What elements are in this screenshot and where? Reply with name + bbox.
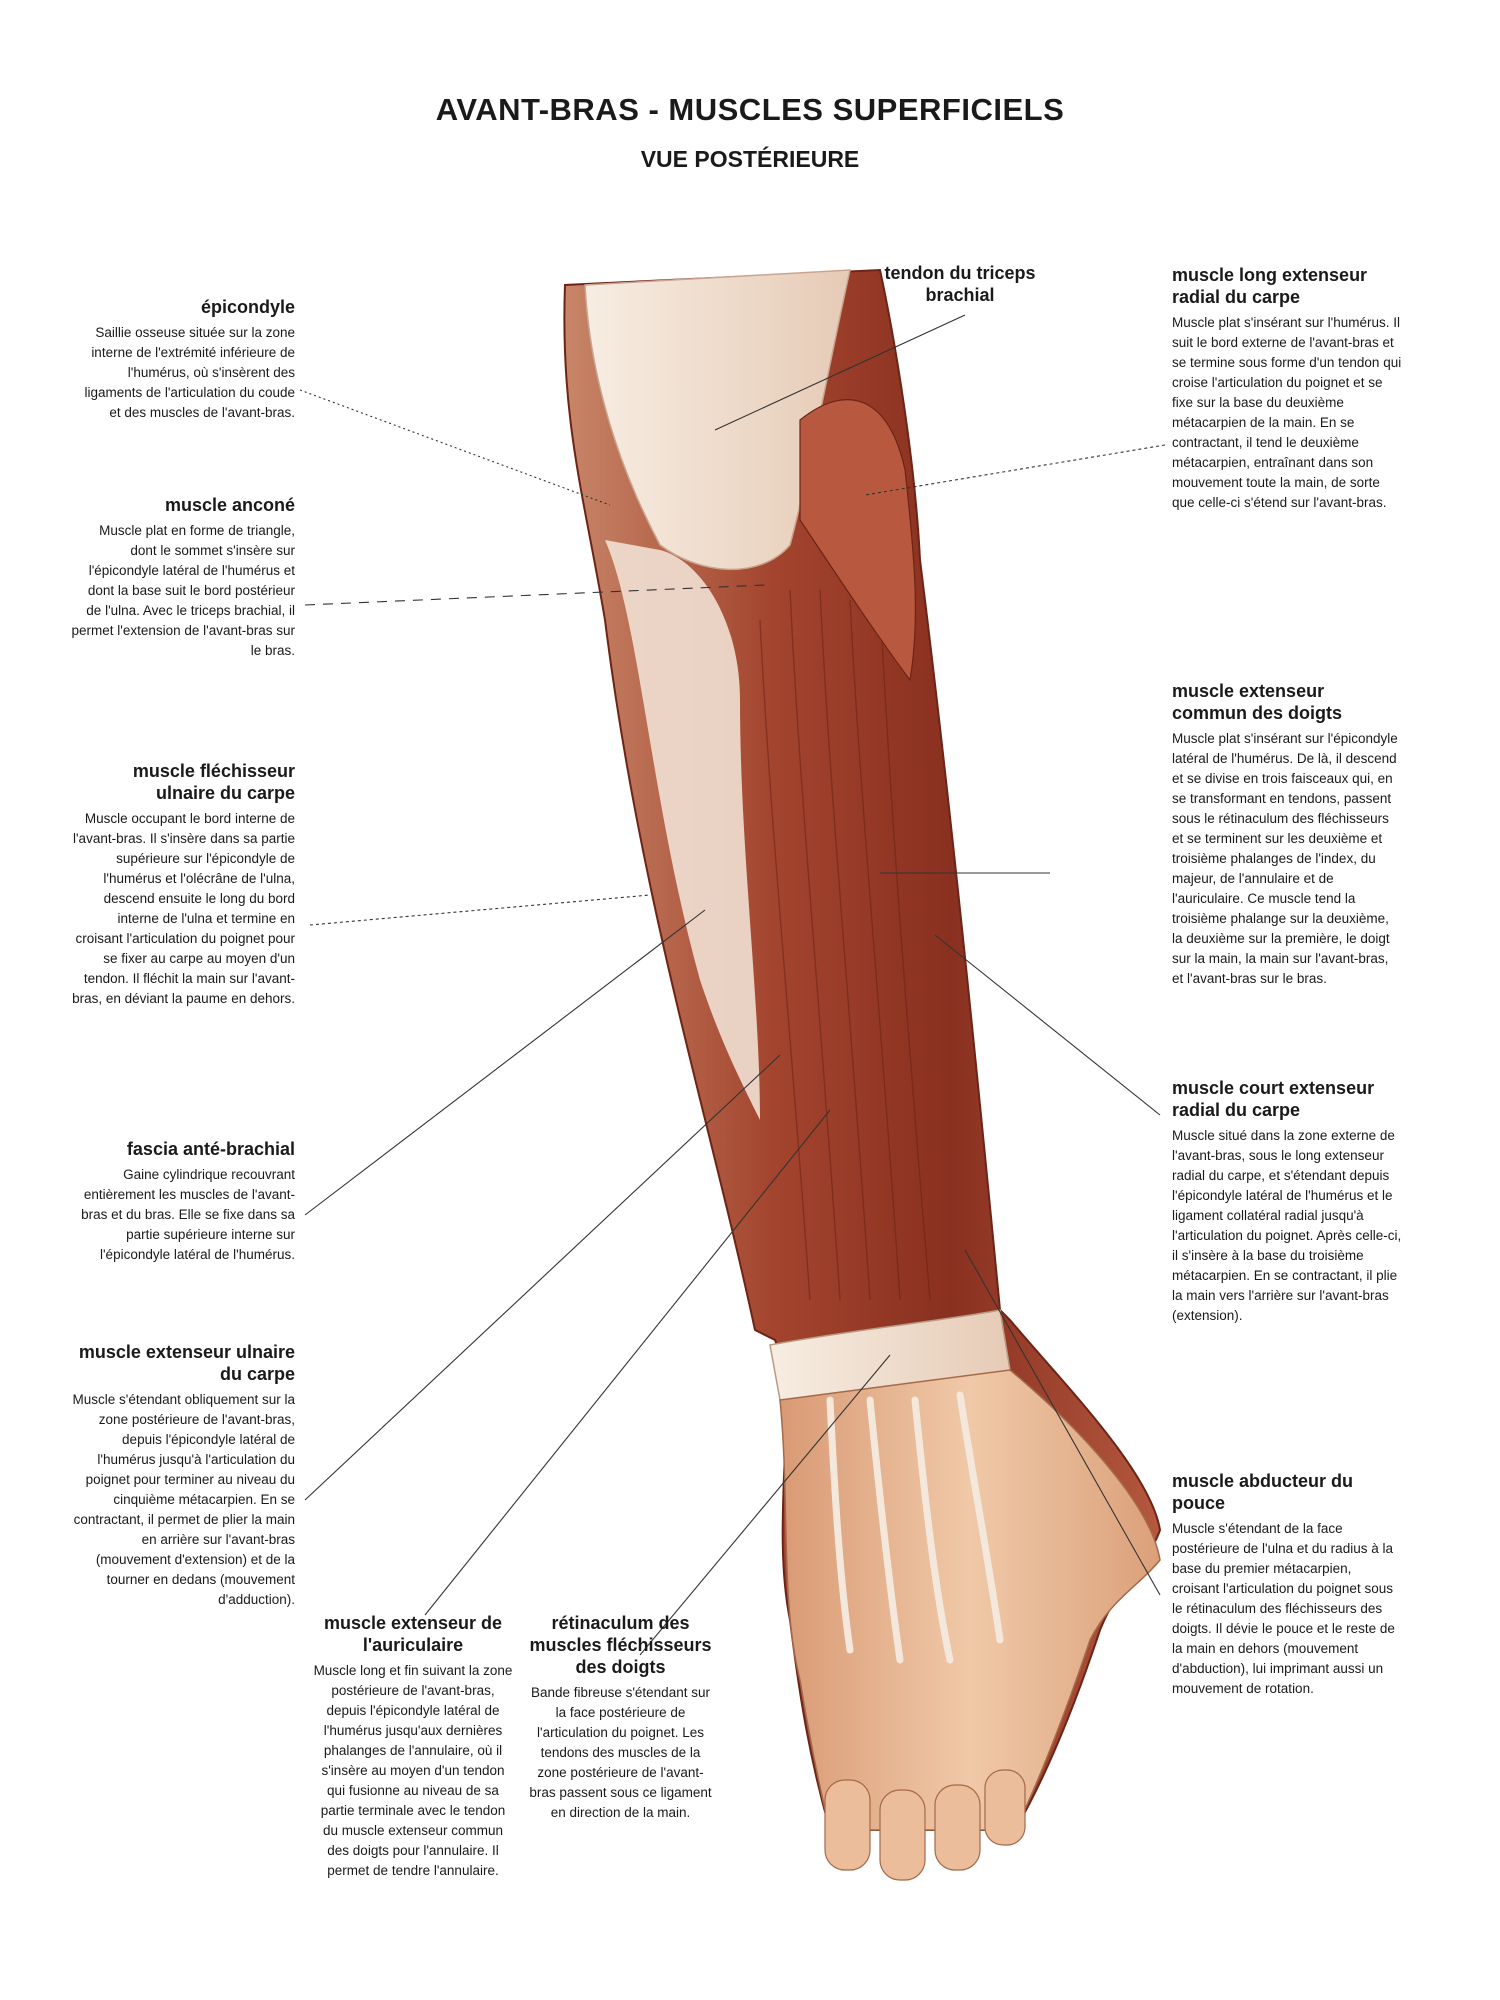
leader-fascia <box>304 909 706 1216</box>
page-title: AVANT-BRAS - MUSCLES SUPERFICIELS <box>435 92 1065 127</box>
label-abducteur-text: Muscle s'étendant de la face postérieure… <box>1172 1521 1395 1696</box>
label-extenseur-auriculaire-text: Muscle long et fin suivant la zone posté… <box>313 1663 513 1878</box>
leader-court <box>934 934 1161 1116</box>
label-epicondyle: épicondyle Saillie osseuse située sur la… <box>70 296 295 423</box>
label-fascia: fascia anté-brachial Gaine cylindrique r… <box>70 1138 295 1265</box>
label-ancone: muscle anconé Muscle plat en forme de tr… <box>70 494 295 661</box>
label-long-extenseur: muscle long extenseur radial du carpe Mu… <box>1172 264 1402 513</box>
long-extensor-shape <box>799 399 917 682</box>
label-extenseur-auriculaire-title: muscle extenseur de l'auriculaire <box>323 1613 503 1655</box>
label-extenseur-auriculaire: muscle extenseur de l'auriculaire Muscle… <box>313 1612 513 1881</box>
label-epicondyle-text: Saillie osseuse située sur la zone inter… <box>84 325 295 420</box>
label-epicondyle-title: épicondyle <box>200 297 295 317</box>
label-retinaculum-text: Bande fibreuse s'étendant sur la face po… <box>529 1685 712 1820</box>
fascia-shape <box>605 540 760 1120</box>
label-triceps: tendon du triceps brachial <box>860 262 1060 311</box>
fingers <box>824 1769 1026 1881</box>
leader-ancone <box>304 584 766 606</box>
label-fascia-title: fascia anté-brachial <box>126 1139 295 1159</box>
label-flechisseur-ulnaire: muscle fléchisseur ulnaire du carpe Musc… <box>70 760 295 1009</box>
leader-flechisseur <box>309 894 651 926</box>
label-court-extenseur-title: muscle court extenseur radial du carpe <box>1172 1078 1375 1120</box>
label-flechisseur-ulnaire-title: muscle fléchisseur ulnaire du carpe <box>132 761 295 803</box>
label-flechisseur-ulnaire-text: Muscle occupant le bord interne de l'ava… <box>72 811 295 1006</box>
hand-shape <box>779 1369 1161 1831</box>
label-fascia-text: Gaine cylindrique recouvrant entièrement… <box>81 1167 295 1262</box>
leader-abducteur <box>964 1249 1161 1596</box>
leader-long-ext <box>864 444 1166 496</box>
muscle-fibers <box>759 589 931 1301</box>
hand-tendons <box>826 1391 1004 1664</box>
label-court-extenseur: muscle court extenseur radial du carpe M… <box>1172 1077 1402 1326</box>
leader-auriculaire <box>424 1109 831 1616</box>
label-court-extenseur-text: Muscle situé dans la zone externe de l'a… <box>1172 1128 1402 1323</box>
leader-ext-ulnaire <box>304 1054 781 1501</box>
triceps-tendon-shape <box>584 269 851 571</box>
leader-epicondyle <box>299 389 611 506</box>
label-ancone-text: Muscle plat en forme de triangle, dont l… <box>71 523 295 658</box>
label-ancone-title: muscle anconé <box>164 495 295 515</box>
leader-triceps <box>714 314 966 431</box>
label-long-extenseur-title: muscle long extenseur radial du carpe <box>1172 265 1368 307</box>
label-extenseur-ulnaire-text: Muscle s'étendant obliquement sur la zon… <box>72 1392 295 1607</box>
label-abducteur-title: muscle abducteur du pouce <box>1172 1471 1354 1513</box>
label-triceps-title: tendon du triceps brachial <box>884 263 1036 305</box>
label-extenseur-ulnaire-title: muscle extenseur ulnaire du carpe <box>78 1342 295 1384</box>
page-subtitle: VUE POSTÉRIEURE <box>640 146 860 172</box>
label-long-extenseur-text: Muscle plat s'insérant sur l'humérus. Il… <box>1172 315 1402 510</box>
leader-retinaculum <box>639 1354 891 1656</box>
label-extenseur-commun: muscle extenseur commun des doigts Muscl… <box>1172 680 1402 989</box>
label-extenseur-commun-text: Muscle plat s'insérant sur l'épicondyle … <box>1172 731 1398 986</box>
label-extenseur-ulnaire: muscle extenseur ulnaire du carpe Muscle… <box>70 1341 295 1610</box>
label-abducteur: muscle abducteur du pouce Muscle s'étend… <box>1172 1470 1402 1699</box>
label-extenseur-commun-title: muscle extenseur commun des doigts <box>1172 681 1343 723</box>
label-retinaculum-title: rétinaculum des muscles fléchisseurs des… <box>529 1613 712 1677</box>
label-retinaculum: rétinaculum des muscles fléchisseurs des… <box>528 1612 713 1823</box>
